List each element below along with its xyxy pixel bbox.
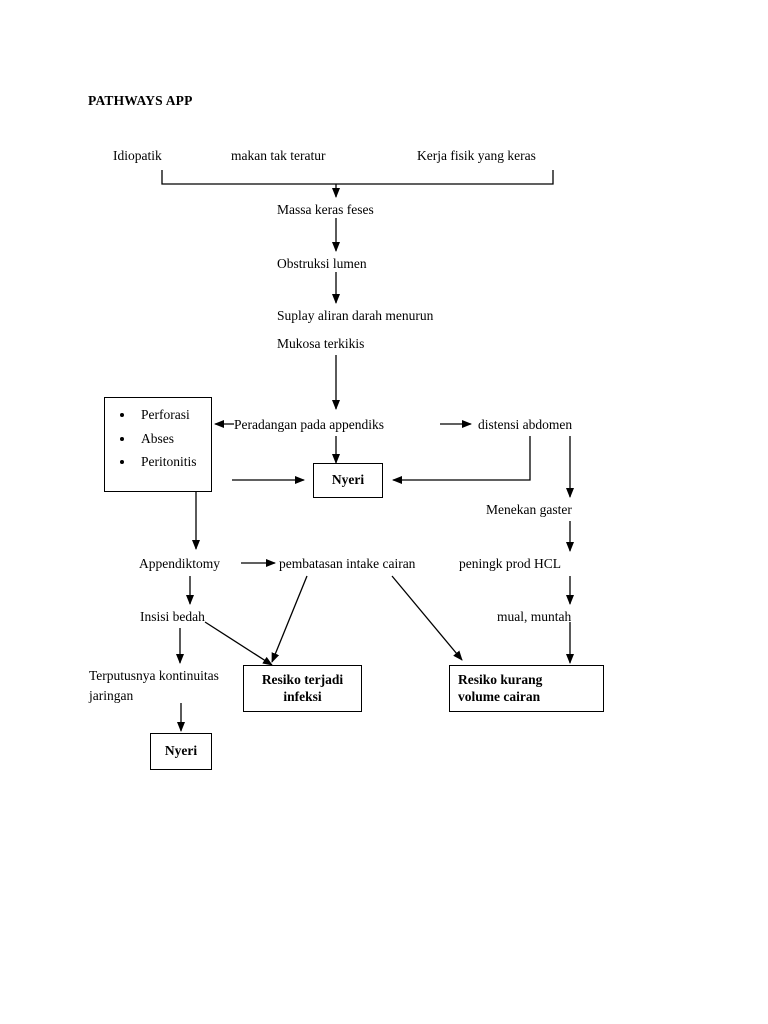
node-terputusnya-kontinuitas-jaringan: Terputusnya kontinuitas jaringan [89,666,219,705]
node-resiko-kurang-volume-cairan: Resiko kurang volume cairan [449,665,604,712]
node-mual-muntah: mual, muntah [497,609,572,624]
list-item-perforasi: Perforasi [135,408,211,422]
node-insisi-bedah: Insisi bedah [140,609,205,624]
node-makan-tak-teratur: makan tak teratur [231,148,326,163]
node-peradangan-pada-appendiks: Peradangan pada appendiks [234,417,384,432]
node-pembatasan-intake-cairan: pembatasan intake cairan [279,556,416,571]
resiko-cairan-line-2: volume cairan [458,688,541,704]
node-nyeri-2-label: Nyeri [164,743,198,759]
node-nyeri-1-label: Nyeri [331,472,365,488]
list-item-abses: Abses [135,431,211,446]
terputus-line-1: Terputusnya kontinuitas [89,668,219,683]
node-resiko-terjadi-infeksi: Resiko terjadi infeksi [243,665,362,712]
node-peningk-prod-hcl: peningk prod HCL [459,556,561,571]
resiko-cairan-line-1: Resiko kurang [458,671,543,687]
node-nyeri-1: Nyeri [313,463,383,498]
node-obstruksi-lumen: Obstruksi lumen [277,256,367,271]
node-idiopatik: Idiopatik [113,148,162,163]
page-title: PATHWAYS APP [88,93,193,108]
terputus-line-2: jaringan [89,687,134,703]
node-distensi-abdomen: distensi abdomen [478,417,573,432]
node-massa-keras-feses: Massa keras feses [277,202,374,217]
resiko-infeksi-line-2: infeksi [283,688,322,704]
node-menekan-gaster: Menekan gaster [486,502,572,517]
complication-box: Perforasi Abses Peritonitis [104,397,212,492]
list-item-peritonitis: Peritonitis [135,455,211,469]
node-nyeri-2: Nyeri [150,733,212,770]
node-suplay-aliran-darah-menurun: Suplay aliran darah menurun [277,308,434,323]
node-appendiktomy: Appendiktomy [139,556,220,571]
resiko-infeksi-line-1: Resiko terjadi [261,671,344,687]
node-mukosa-terkikis: Mukosa terkikis [277,336,365,351]
node-kerja-fisik: Kerja fisik yang keras [417,148,536,163]
